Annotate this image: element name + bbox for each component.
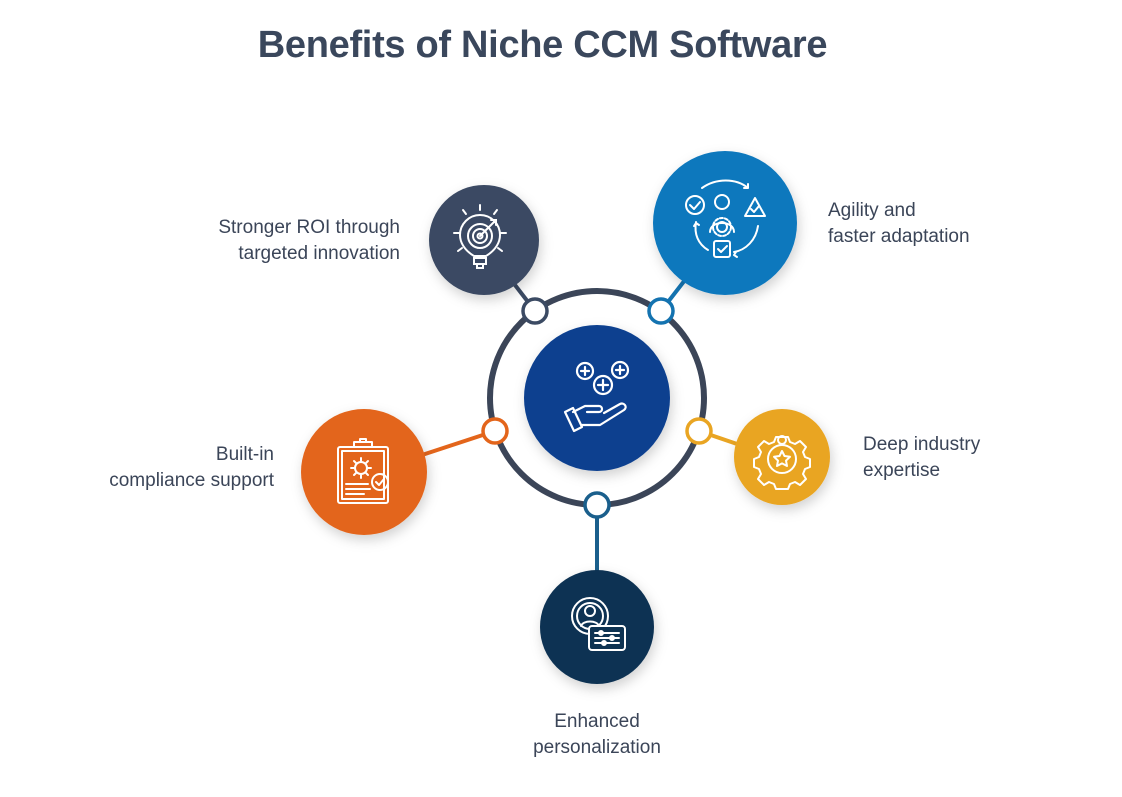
expertise-circle [734, 409, 830, 505]
personalization-circle [540, 570, 654, 684]
hand-with-plus-coins-icon [563, 360, 630, 433]
node-personalization [583, 491, 611, 519]
label-agility: Agility and faster adaptation [828, 200, 970, 247]
node-compliance [481, 417, 509, 445]
agile-cycle-icon [685, 179, 766, 258]
label-compliance: Built-in compliance support [109, 444, 274, 491]
compliance-circle [301, 409, 427, 535]
label-expertise: Deep industry expertise [863, 434, 981, 481]
center-circle [524, 325, 670, 471]
label-roi: Stronger ROI through targeted innovation [218, 217, 400, 264]
node-agility [647, 297, 675, 325]
node-roi [521, 297, 549, 325]
clipboard-gear-check-icon [337, 438, 389, 504]
lightbulb-target-icon [453, 204, 507, 269]
node-expertise [685, 417, 713, 445]
roi-circle [429, 185, 539, 295]
page-title: Benefits of Niche CCM Software [257, 24, 828, 66]
gear-star-icon [753, 435, 811, 490]
ring-nodes [481, 297, 713, 519]
user-settings-icon [571, 597, 626, 651]
label-personalization: Enhanced personalization [533, 711, 661, 758]
agility-circle [653, 151, 797, 295]
